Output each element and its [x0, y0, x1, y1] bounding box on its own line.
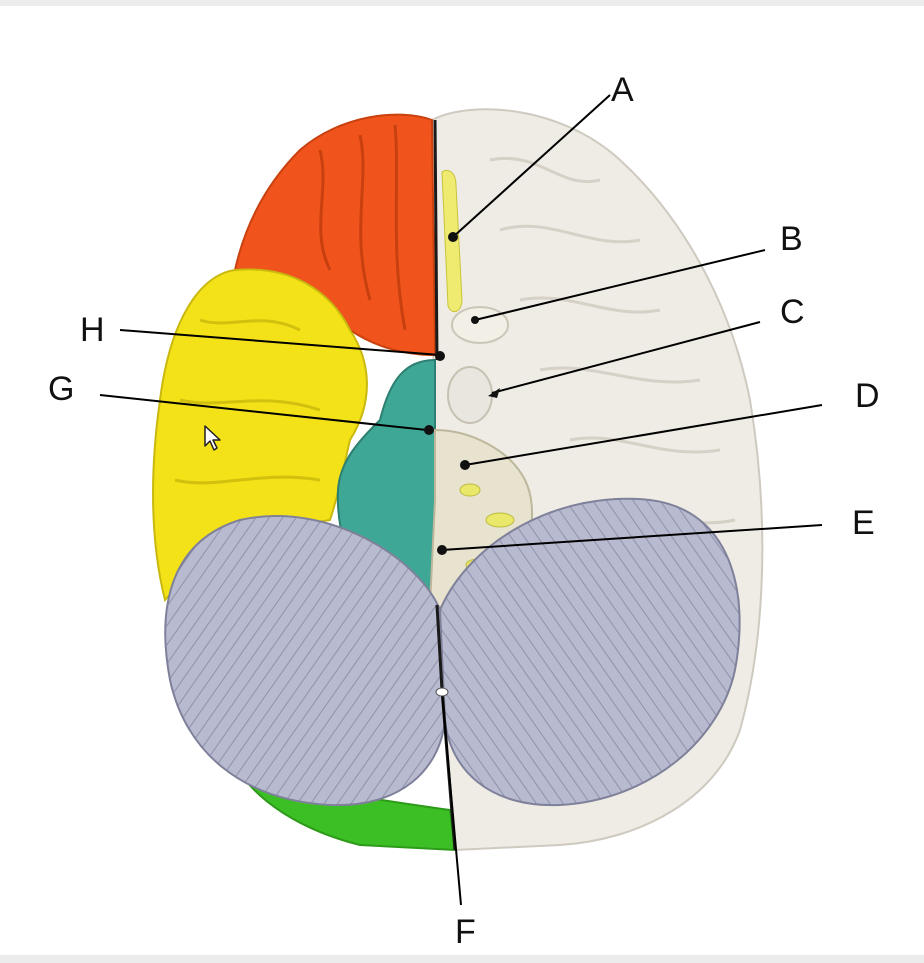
top-border — [0, 0, 924, 6]
point-b — [471, 316, 479, 324]
leader-line-f — [441, 692, 462, 906]
leader-line-b — [474, 249, 766, 321]
label-d: D — [855, 377, 880, 415]
point-e — [437, 545, 447, 555]
leader-lines — [99, 94, 823, 906]
point-a — [448, 232, 458, 242]
point-h — [435, 351, 445, 361]
leader-line-d — [464, 404, 823, 466]
mouse-pointer-icon — [204, 425, 221, 451]
label-h: H — [80, 311, 105, 349]
leader-line-e — [441, 524, 823, 551]
leader-line-c — [491, 321, 761, 394]
arrow-c — [488, 388, 500, 398]
frontal-gyri — [318, 124, 407, 331]
bottom-border — [0, 955, 924, 963]
leader-line-h — [119, 329, 441, 356]
pituitary-region — [447, 366, 493, 424]
leader-points — [424, 232, 500, 697]
point-d — [460, 460, 470, 470]
optic-chiasm — [451, 306, 509, 344]
cerebellum-left — [164, 515, 447, 807]
label-e: E — [852, 504, 875, 542]
label-b: B — [780, 220, 803, 258]
point-f — [435, 687, 449, 697]
label-c: C — [780, 293, 805, 331]
leader-line-a — [452, 94, 611, 238]
cerebellum-right — [438, 497, 741, 807]
label-g: G — [48, 370, 74, 408]
point-g — [424, 425, 434, 435]
temporal-gyri — [174, 318, 321, 485]
leader-line-g — [99, 394, 428, 431]
label-a: A — [611, 71, 634, 109]
label-f: F — [455, 913, 476, 951]
